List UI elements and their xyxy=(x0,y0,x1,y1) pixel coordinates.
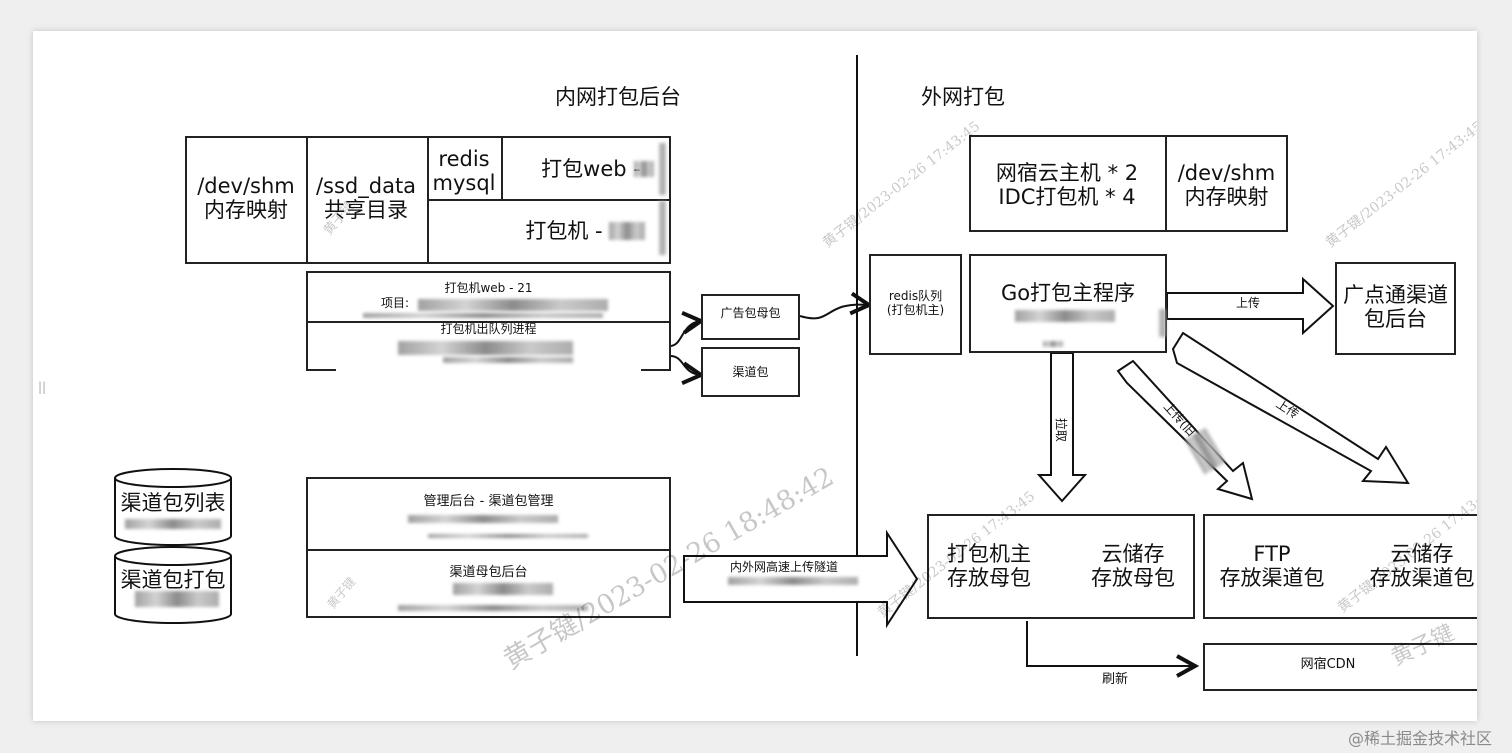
cdn-box xyxy=(1203,643,1477,691)
left-section-title: 内网打包后台 xyxy=(555,85,681,109)
redacted-block xyxy=(398,605,588,611)
channel-packing-cylinder xyxy=(114,546,232,624)
channel-storage-group xyxy=(1203,514,1477,619)
redacted-block xyxy=(609,222,645,240)
diagram-canvas: 内网打包后台 外网打包 /dev/shm 内存映射 /ssd_data 共享目录… xyxy=(33,31,1477,721)
redacted-block xyxy=(428,534,588,538)
mother-storage-group xyxy=(927,514,1195,619)
pack-web-21-label: 打包机web - 21 xyxy=(444,281,533,295)
arrow-to-redis-queue xyxy=(799,305,869,320)
redacted-block xyxy=(659,201,666,255)
ssd-shared-dir-label: /ssd_data 共享目录 xyxy=(315,174,417,223)
redacted-block xyxy=(634,161,654,177)
refresh-arrow xyxy=(1026,621,1195,666)
pull-label: 拉取 xyxy=(1053,417,1068,442)
upload-diagonal-arrow xyxy=(1171,331,1410,485)
cloud-channel-store-label: 云储存 存放渠道包 xyxy=(1369,542,1475,591)
go-main-program-label: Go打包主程序 xyxy=(1000,281,1136,305)
redacted-block xyxy=(1159,309,1166,337)
channel-mother-backend-label: 渠道母包后台 xyxy=(449,565,528,580)
tunnel-label: 内外网高速上传隧道 xyxy=(729,560,838,574)
ad-mother-pack-box xyxy=(701,294,800,340)
arrow-to-ad-mother xyxy=(669,321,701,347)
cloud-mother-store-label: 云储存 存放母包 xyxy=(1091,542,1175,591)
site-credit: @稀土掘金技术社区 xyxy=(1347,729,1492,748)
pack-machine-label: 打包机 - xyxy=(525,219,603,243)
resize-handle-icon[interactable]: || xyxy=(38,380,47,394)
redacted-block xyxy=(363,313,603,318)
upload-arrow-gdt xyxy=(1166,276,1335,336)
upload-label-1: 上传 xyxy=(1235,296,1260,310)
channel-pack-label: 渠道包 xyxy=(732,365,769,379)
cdn-label: 网宿CDN xyxy=(1300,657,1356,672)
redacted-block xyxy=(398,341,573,355)
host-store-label: 打包机主 存放母包 xyxy=(947,542,1031,591)
redacted-block xyxy=(1015,310,1115,322)
redacted-block xyxy=(443,357,573,363)
admin-channel-mgmt-label: 管理后台 - 渠道包管理 xyxy=(423,494,554,509)
redis-queue-box xyxy=(869,254,962,355)
redacted-block xyxy=(418,299,608,311)
redacted-block xyxy=(1043,341,1063,347)
channel-list-label: 渠道包列表 xyxy=(120,491,226,515)
shm-memory-map-label: /dev/shm 内存映射 xyxy=(197,174,295,223)
redacted-block xyxy=(453,583,553,595)
ad-mother-pack-label: 广告包母包 xyxy=(720,306,781,320)
go-main-program-box xyxy=(969,254,1167,353)
gdt-backend-box xyxy=(1335,262,1456,355)
hosts-box xyxy=(969,135,1288,232)
redacted-block xyxy=(659,143,666,195)
channel-pack-box xyxy=(701,347,800,397)
redacted-block xyxy=(135,591,219,607)
gdt-backend-label: 广点通渠道 包后台 xyxy=(1343,283,1448,332)
redacted-block xyxy=(125,519,221,529)
redis-queue-label: redis队列 (打包机主) xyxy=(886,289,945,317)
refresh-label: 刷新 xyxy=(1101,672,1128,687)
redacted-block xyxy=(408,515,558,523)
pull-arrow xyxy=(1036,352,1088,503)
redis-mysql-label: redis mysql xyxy=(432,147,496,196)
server-grid xyxy=(185,136,671,264)
right-section-title: 外网打包 xyxy=(921,85,1005,109)
channel-packing-label: 渠道包打包 xyxy=(120,568,226,592)
arrow-to-channel-pack xyxy=(669,355,701,375)
project-label: 项目: xyxy=(381,296,410,310)
right-shm-label: /dev/shm 内存映射 xyxy=(1177,161,1276,210)
queue-process-label: 打包机出队列进程 xyxy=(440,322,537,336)
redacted-block xyxy=(728,577,858,585)
hosts-label: 网宿云主机 * 2 IDC打包机 * 4 xyxy=(995,161,1139,210)
channel-list-cylinder xyxy=(114,468,232,546)
ftp-store-label: FTP 存放渠道包 xyxy=(1219,542,1325,591)
pack-web-label: 打包web - xyxy=(541,157,641,181)
